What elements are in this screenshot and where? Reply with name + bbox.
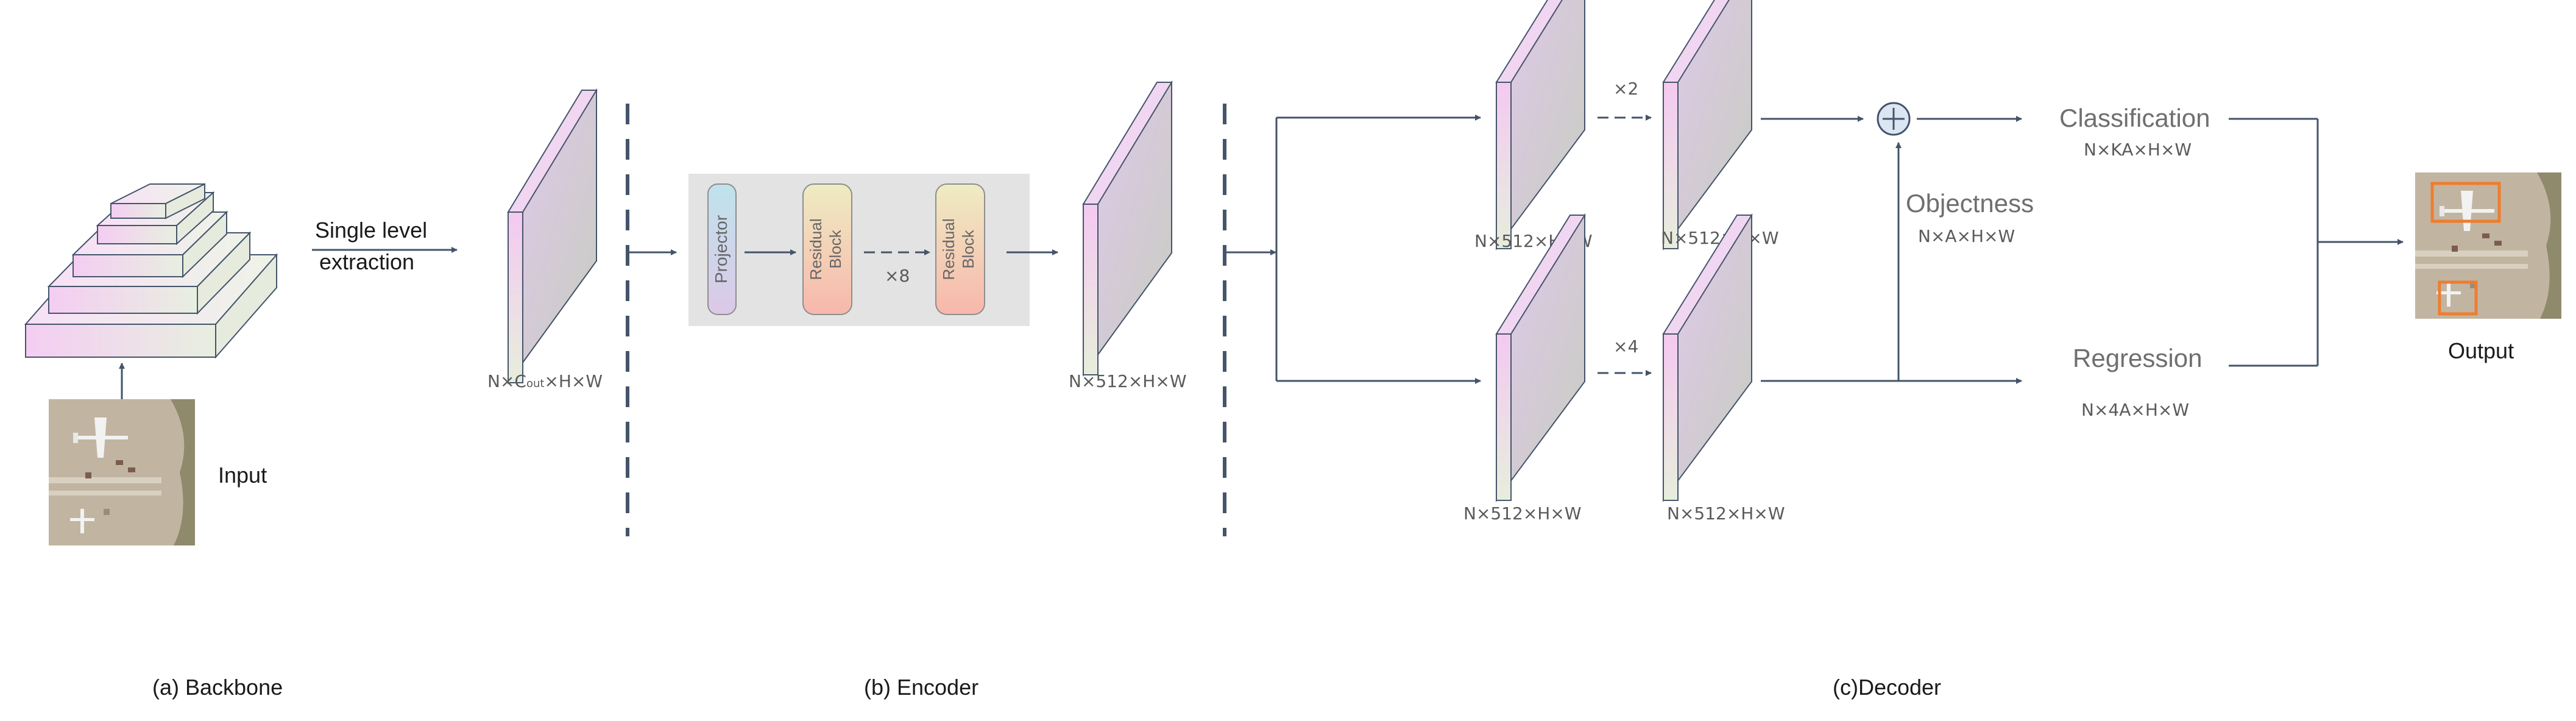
backbone-feature-map — [508, 90, 597, 383]
output-label: Output — [2448, 338, 2514, 363]
reg-feature-dim-2: N×512×H×W — [1667, 503, 1785, 524]
regression-label: Regression — [2073, 344, 2202, 372]
backbone-section: Input Single level extraction N×Cout×H×W… — [24, 90, 603, 700]
residual-block-1-label-line1: Residual — [807, 218, 825, 280]
reg-feature-dim-1: N×512×H×W — [1463, 503, 1582, 524]
feature-pyramid-icon — [24, 183, 278, 359]
residual-block-2-label-line1: Residual — [939, 218, 958, 280]
residual-block-1-label-line2: Block — [826, 229, 844, 269]
encoder-feature-map — [1083, 82, 1172, 375]
cls-feature-map-2 — [1663, 0, 1752, 249]
residual-repeat-label: ×8 — [885, 266, 910, 286]
reg-feature-map-2 — [1663, 215, 1752, 501]
detection-box-1 — [2430, 182, 2501, 223]
detection-box-2 — [2438, 280, 2478, 316]
residual-block-1: Residual Block — [802, 183, 852, 315]
input-label: Input — [218, 463, 267, 488]
projector-label: Projector — [712, 215, 731, 283]
reg-feature-map-1 — [1496, 215, 1585, 501]
objectness-label: Objectness — [1906, 189, 2034, 218]
projector-block: Projector — [707, 183, 737, 315]
objectness-dim: N×A×H×W — [1918, 226, 2015, 246]
encoder-section: Projector Residual Block ×8 Residual Blo… — [628, 82, 1187, 700]
extraction-label-line1: Single level — [315, 218, 427, 243]
reg-repeat-label: ×4 — [1613, 336, 1638, 357]
decoder-caption: (c)Decoder — [1833, 675, 1941, 700]
extraction-label-line2: extraction — [319, 249, 414, 274]
cls-repeat-label: ×2 — [1613, 79, 1638, 99]
classification-label: Classification — [2059, 104, 2210, 132]
backbone-caption: (a) Backbone — [152, 675, 283, 700]
residual-block-2: Residual Block — [935, 183, 985, 315]
backbone-feature-dim: N×Cout×H×W — [487, 371, 603, 391]
decoder-section: N×512×H×W ×2 N×512×H×W N×512×H×W ×4 N×51… — [1225, 0, 2561, 700]
cls-feature-map-1 — [1496, 0, 1585, 249]
classification-dim: N×KA×H×W — [2084, 140, 2192, 160]
elementwise-sum-icon — [1877, 102, 1911, 136]
input-image — [49, 399, 195, 545]
encoder-feature-dim: N×512×H×W — [1069, 371, 1187, 391]
encoder-caption: (b) Encoder — [864, 675, 978, 700]
output-image — [2415, 172, 2561, 319]
residual-block-2-label-line2: Block — [959, 229, 977, 269]
regression-dim: N×4A×H×W — [2081, 400, 2189, 420]
